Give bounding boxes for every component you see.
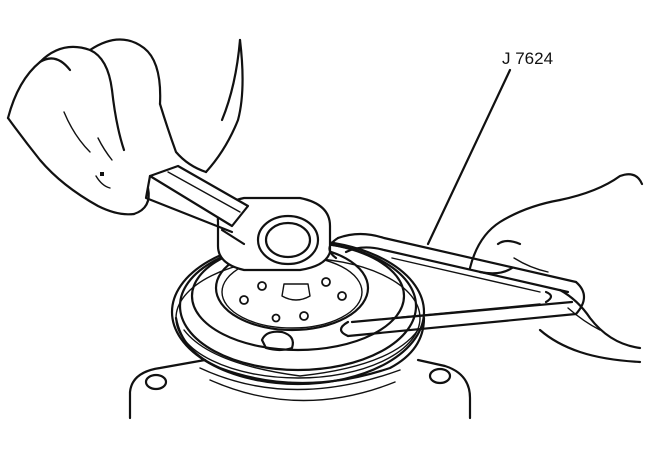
right-hand xyxy=(468,173,644,364)
tool-callout: J 7624 xyxy=(426,49,553,246)
left-hand xyxy=(6,38,244,216)
compressor-body xyxy=(128,358,472,420)
socket-adapter xyxy=(216,196,332,272)
armature-plate xyxy=(214,244,370,352)
tool-callout-label: J 7624 xyxy=(502,49,553,68)
spanner-tool xyxy=(328,232,586,338)
wrench-handle xyxy=(144,164,250,234)
